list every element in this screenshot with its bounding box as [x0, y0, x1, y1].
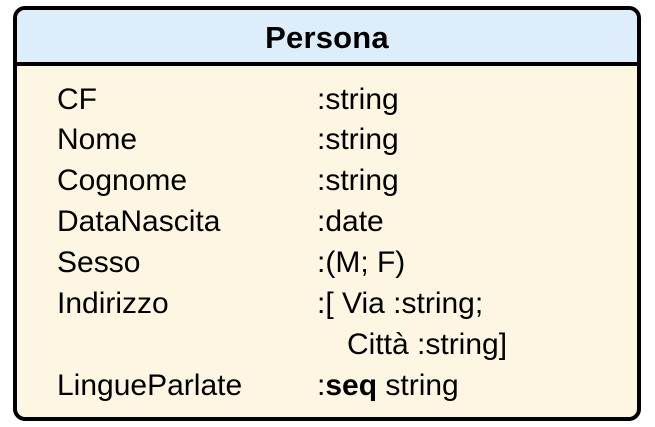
attribute-name-datanascita: DataNascita [57, 205, 221, 238]
class-header: Persona [17, 10, 637, 66]
seq-keyword: seq [325, 369, 378, 402]
attribute-type-cf: :string [317, 83, 399, 116]
attribute-type-datanascita: :date [317, 205, 384, 238]
attribute-type-cognome: :string [317, 164, 399, 197]
attribute-type-nome: :string [317, 123, 399, 156]
attribute-type-sesso: :(M; F) [317, 246, 406, 279]
attribute-type-indirizzo-continued: Città :string] [347, 328, 508, 361]
class-name: Persona [265, 20, 389, 55]
attribute-name-cf: CF [57, 83, 97, 116]
type-prefix: : [317, 369, 326, 402]
attribute-name-cognome: Cognome [57, 164, 188, 197]
attribute-type-indirizzo: :[ Via :string; [317, 287, 484, 320]
class-box-persona: Persona CF :string Nome :string Cognome … [13, 6, 641, 421]
attribute-name-sesso: Sesso [57, 246, 141, 279]
attribute-name-lingueparlate: LingueParlate [57, 369, 243, 402]
attribute-name-nome: Nome [57, 123, 138, 156]
type-rest: string [377, 369, 459, 402]
attribute-name-indirizzo: Indirizzo [57, 287, 169, 320]
attribute-type-lingueparlate: :seq string [317, 366, 459, 406]
